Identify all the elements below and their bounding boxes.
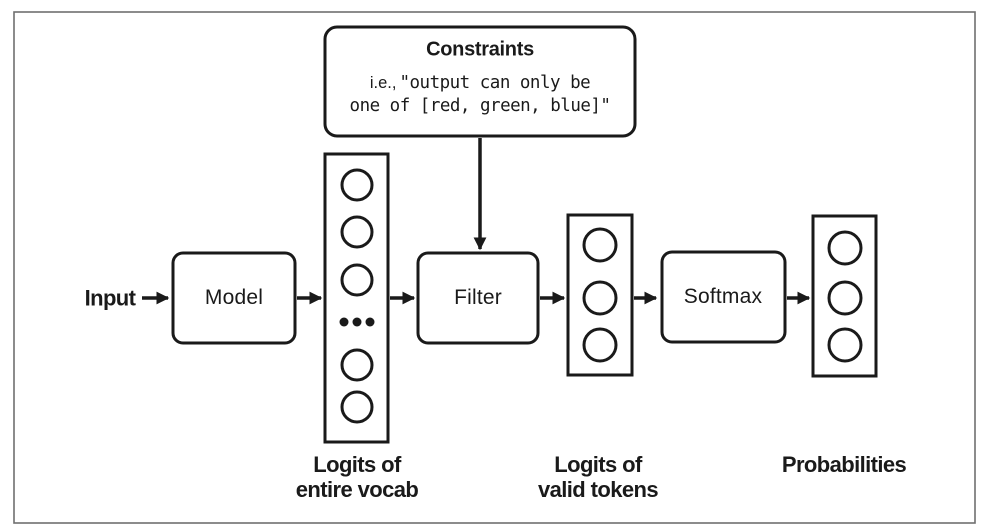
ellipsis-dot	[352, 317, 362, 327]
token-circle	[827, 280, 863, 316]
valid-logits-column	[566, 213, 634, 377]
valid-logits-label: Logits of valid tokens	[538, 452, 659, 502]
constraints-title: Constraints	[426, 38, 534, 61]
token-circle	[340, 168, 374, 202]
probability-circles	[827, 230, 863, 363]
vocab-logits-label: Logits of entire vocab	[295, 452, 419, 502]
valid-logits-label-line2: valid tokens	[538, 477, 659, 502]
constraints-example-line2: one of [red, green, blue]"	[349, 96, 611, 116]
token-circle	[827, 230, 863, 266]
token-circle	[582, 227, 618, 263]
constraints-example-line1: i.e.,"output can only be	[369, 73, 591, 93]
filter-label: Filter	[454, 286, 502, 309]
valid-logits-label-line1: Logits of	[554, 452, 642, 477]
constraints-example-line1-code: "output can only be	[399, 73, 591, 93]
vocab-token-circles	[339, 168, 375, 424]
ellipsis-dot	[339, 317, 349, 327]
token-circle	[340, 348, 374, 382]
constraints-box	[323, 25, 637, 138]
figure-border	[13, 11, 976, 524]
softmax-label: Softmax	[683, 285, 763, 308]
model-label: Model	[204, 286, 264, 309]
valid-token-circles	[582, 227, 618, 363]
filter-box	[416, 251, 540, 345]
token-circle	[582, 327, 618, 363]
probabilities-column	[811, 214, 878, 378]
token-circle	[827, 327, 863, 363]
vocab-logits-label-line1: Logits of	[313, 452, 401, 477]
ellipsis-dot	[365, 317, 375, 327]
token-circle	[340, 390, 374, 424]
vocab-logits-label-line2: entire vocab	[295, 477, 419, 502]
token-circle	[340, 215, 374, 249]
softmax-box	[660, 250, 787, 344]
vocab-logits-column	[323, 152, 390, 444]
token-circle	[340, 263, 374, 297]
probabilities-label: Probabilities	[781, 452, 907, 477]
input-label: Input	[84, 285, 136, 311]
constraints-example-prefix: i.e.,	[369, 74, 397, 92]
model-box	[171, 251, 297, 345]
token-circle	[582, 280, 618, 316]
